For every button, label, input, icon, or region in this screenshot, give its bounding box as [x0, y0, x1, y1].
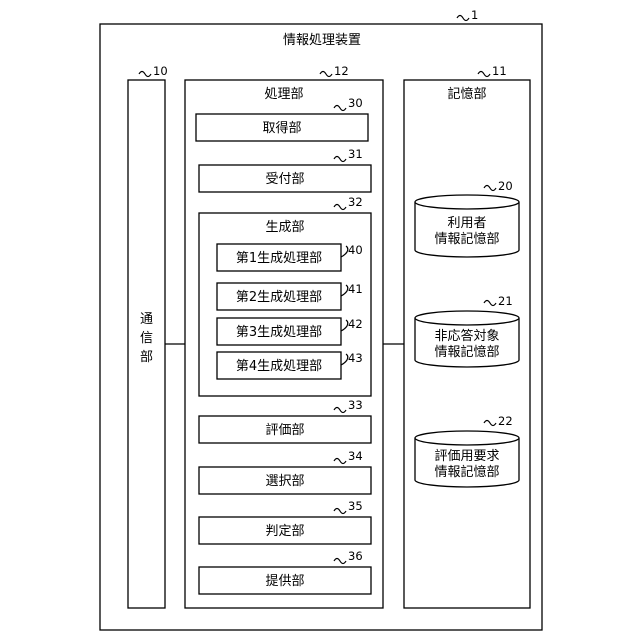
generation-ref: 32 [348, 195, 363, 209]
reception-label: 受付部 [265, 172, 304, 187]
non-response-line1: 非応答対象 [434, 328, 499, 344]
non-response-cylinder-top [415, 311, 519, 325]
processing-title: 処理部 [264, 87, 303, 102]
decision-label: 判定部 [265, 524, 304, 539]
processing-ref: 12 [334, 64, 349, 78]
provision-label: 提供部 [265, 573, 304, 589]
evaluation-request-cylinder-top [415, 431, 519, 445]
generation-sub-1-label: 第1生成処理部 [236, 251, 322, 266]
acquisition-ref: 30 [348, 96, 363, 110]
generation-sub-1-ref: 40 [348, 243, 363, 257]
generation-sub-2-label: 第2生成処理部 [236, 290, 322, 305]
evaluation-request-line2: 情報記憶部 [434, 464, 499, 480]
device-ref-leader [457, 16, 469, 21]
generation-sub-4-label: 第4生成処理部 [236, 359, 322, 374]
communication-block: 通 信 部 10 [128, 64, 168, 608]
selection-ref: 34 [348, 449, 363, 463]
evaluation-label: 評価部 [265, 423, 304, 438]
communication-char-2: 信 [140, 331, 153, 346]
provision-ref: 36 [348, 549, 363, 563]
acquisition-label: 取得部 [262, 120, 301, 136]
storage-title: 記憶部 [447, 86, 486, 102]
device-ref: 1 [471, 8, 478, 22]
communication-ref: 10 [153, 64, 168, 78]
user-info-line1: 利用者 [447, 216, 486, 231]
decision-ref: 35 [348, 499, 363, 513]
processing-block: 処理部 12 取得部 30 受付部 31 生成部 32 第1生成処理部 40 第… [185, 64, 383, 608]
evaluation-request-line1: 評価用要求 [434, 449, 499, 464]
generation-sub-4-ref: 43 [348, 351, 363, 365]
user-info-ref: 20 [498, 179, 513, 193]
generation-title: 生成部 [265, 220, 304, 235]
non-response-ref: 21 [498, 294, 513, 308]
communication-char-1: 通 [140, 312, 153, 327]
storage-ref: 11 [492, 64, 507, 78]
user-info-cylinder-top [415, 195, 519, 209]
evaluation-request-ref: 22 [498, 414, 513, 428]
generation-sub-2-ref: 41 [348, 282, 363, 296]
communication-char-3: 部 [140, 350, 153, 365]
evaluation-ref: 33 [348, 398, 363, 412]
reception-ref: 31 [348, 147, 363, 161]
non-response-line2: 情報記憶部 [434, 344, 499, 360]
user-info-line2: 情報記憶部 [434, 231, 499, 247]
device-title: 情報処理装置 [283, 33, 361, 48]
selection-label: 選択部 [265, 474, 304, 489]
storage-block: 記憶部 11 利用者 情報記憶部 20 非応答対象 情報記憶部 21 評価用要求… [404, 64, 530, 608]
generation-sub-3-ref: 42 [348, 317, 363, 331]
generation-sub-3-label: 第3生成処理部 [236, 325, 322, 340]
